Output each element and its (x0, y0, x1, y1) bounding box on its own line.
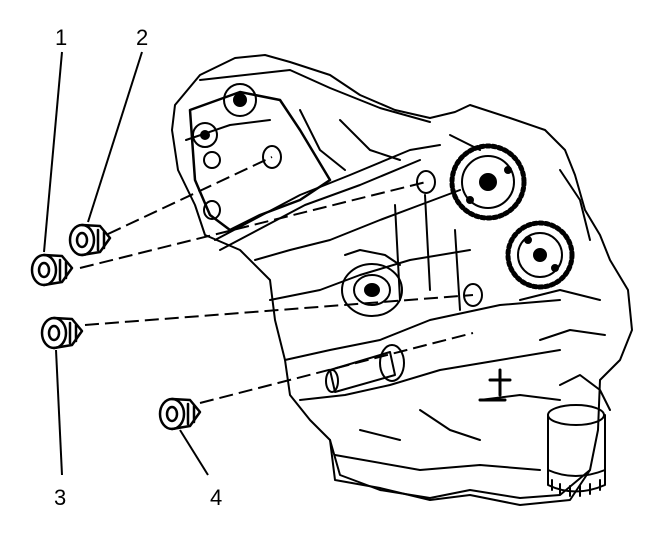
install-line-4 (199, 332, 474, 404)
left-cam-gear (192, 83, 257, 169)
plug-holes (203, 145, 483, 307)
callout-4: 4 (210, 485, 222, 510)
timing-sprocket (505, 220, 575, 290)
leader-2 (87, 51, 143, 223)
install-line-3 (84, 294, 474, 326)
cam-sprocket (449, 143, 527, 221)
callout-1: 1 (55, 25, 67, 50)
leader-4 (179, 429, 209, 476)
crank-pulley (341, 249, 403, 317)
plug-3 (40, 316, 84, 350)
plug-2 (68, 223, 112, 257)
block-cross-mark (478, 368, 512, 402)
plug-1 (30, 253, 74, 287)
oil-filter (547, 374, 611, 497)
installation-lines (79, 156, 474, 404)
install-line-2 (107, 156, 273, 235)
leader-lines (43, 51, 209, 476)
crankshaft-snout (325, 344, 405, 393)
install-line-1 (79, 181, 427, 269)
leader-3 (55, 349, 63, 476)
leader-1 (43, 51, 63, 253)
callout-2: 2 (136, 25, 148, 50)
engine-block (171, 54, 633, 506)
plug-4 (158, 397, 202, 431)
callout-3: 3 (54, 485, 66, 510)
